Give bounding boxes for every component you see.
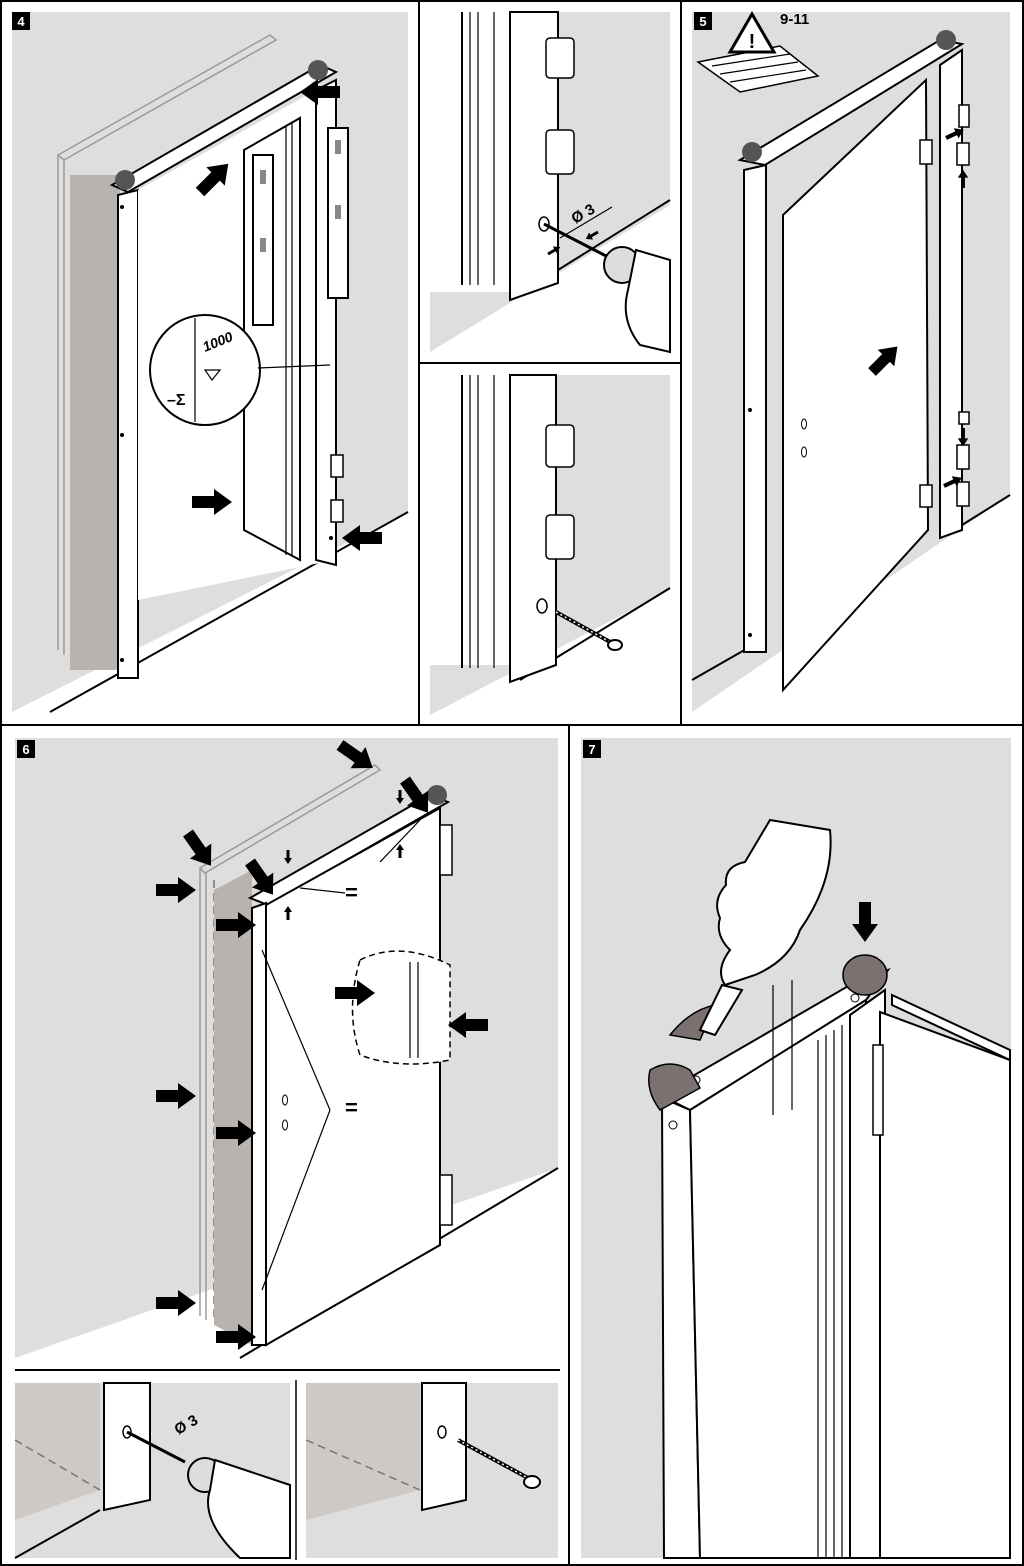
wedge-icon: [115, 170, 135, 190]
door-leaf: [782, 77, 933, 693]
step-6-drill-detail: Ø 3: [14, 1382, 291, 1559]
level-mark-callout: 1000 –Σ: [149, 314, 331, 426]
equal-mark: =: [345, 1095, 358, 1120]
svg-text:5: 5: [699, 14, 706, 29]
door-frame: [737, 30, 965, 653]
hinge-icon: [545, 129, 575, 175]
drill-icon: [187, 1457, 291, 1559]
hinge-icon: [545, 424, 575, 468]
wall-opening-outline: [198, 764, 382, 1345]
wall-opening-outline: [56, 34, 278, 670]
step-6-panel: = = 6: [15, 734, 559, 1359]
svg-text:7: 7: [588, 742, 595, 757]
equal-mark: =: [345, 880, 358, 905]
hinge-pin-assembly: [956, 104, 970, 507]
screw-detail-panel: [430, 374, 671, 715]
hand-icon: [698, 818, 832, 1037]
frame-cutaway: [351, 950, 451, 1065]
wedge-icon: [936, 30, 956, 50]
step-badge-4: 4: [12, 12, 30, 30]
step-4-panel: 1000 –Σ 4: [12, 12, 409, 713]
spirit-level-icon: [252, 127, 349, 326]
wedge-icon: [648, 954, 888, 1111]
reference-label: 9-11: [780, 11, 809, 28]
hinge-icon: [872, 1044, 884, 1136]
svg-text:6: 6: [22, 742, 29, 757]
hinge-icon: [439, 824, 453, 876]
drill-icon: [603, 246, 671, 354]
wedge-icon: [742, 142, 762, 162]
door-frame: [247, 785, 453, 1347]
step-6-screw-detail: [305, 1382, 558, 1558]
screw-icon: [457, 1438, 541, 1489]
svg-text:!: !: [749, 31, 756, 53]
drill-bit: [126, 1430, 186, 1464]
hinge-icon: [545, 514, 575, 560]
warning-icon: !: [727, 11, 777, 54]
hinge-icon: [330, 499, 344, 523]
step-badge-7: 7: [583, 740, 601, 758]
screw-icon: [555, 610, 623, 651]
step-badge-6: 6: [17, 740, 35, 758]
step-5-panel: ! 9-11 5: [691, 11, 1011, 712]
door-frame: [657, 967, 1011, 1559]
step-7-panel: 7: [581, 738, 1011, 1559]
wedge-icon: [308, 60, 328, 80]
hinge-icon: [439, 1174, 453, 1226]
drill-detail-panel: Ø 3: [430, 11, 671, 354]
svg-text:4: 4: [17, 14, 25, 29]
hinge-icon: [919, 484, 933, 508]
drill-bit: [543, 222, 611, 260]
hinge-icon: [330, 454, 344, 478]
hinge-icon: [545, 37, 575, 79]
svg-text:–Σ: –Σ: [167, 392, 186, 409]
wedge-icon: [427, 785, 447, 805]
step-badge-5: 5: [694, 12, 712, 30]
hinge-icon: [919, 139, 933, 165]
